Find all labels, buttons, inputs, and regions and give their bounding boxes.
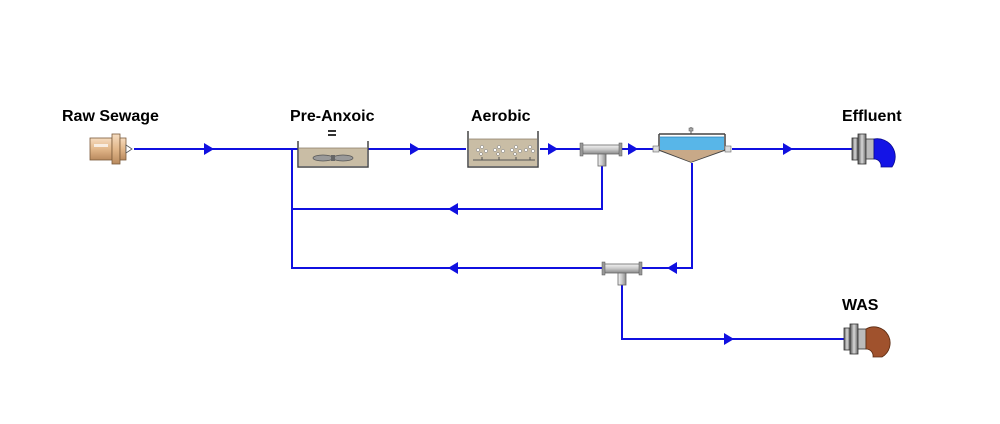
- pipe-tee-icon[interactable]: [601, 261, 643, 286]
- mixer-tank-icon[interactable]: [297, 130, 369, 168]
- effluent-label: Effluent: [842, 108, 902, 125]
- flow-arrow: [548, 143, 558, 155]
- pipe-tee-icon[interactable]: [579, 142, 623, 167]
- flow-arrow: [204, 143, 214, 155]
- clarifier-icon[interactable]: [652, 127, 732, 163]
- pipe-clarifier-underflow: [641, 163, 693, 269]
- influent-pipe-icon[interactable]: [89, 133, 133, 165]
- aeration-tank-icon[interactable]: [467, 131, 539, 168]
- flow-arrow: [448, 262, 458, 274]
- flow-arrow: [724, 333, 734, 345]
- flow-arrow: [667, 262, 677, 274]
- flow-arrow: [628, 143, 638, 155]
- was-outlet-icon[interactable]: [843, 323, 891, 358]
- flow-arrows: [204, 143, 793, 345]
- flow-arrow: [783, 143, 793, 155]
- aerobic-label: Aerobic: [471, 108, 531, 125]
- pipe-ras-return: [291, 209, 603, 269]
- effluent-outlet-icon[interactable]: [851, 133, 896, 168]
- pipes: [134, 148, 852, 340]
- flow-arrow: [410, 143, 420, 155]
- pipe-was: [621, 285, 844, 340]
- flow-arrow: [448, 203, 458, 215]
- pre-anoxic-label: Pre-Anxoic: [290, 108, 375, 125]
- raw-sewage-label: Raw Sewage: [62, 108, 159, 125]
- pipe-internal-recycle: [291, 149, 603, 210]
- was-label: WAS: [842, 297, 879, 314]
